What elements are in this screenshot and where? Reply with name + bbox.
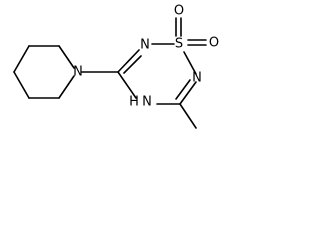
bond-pip-c5-n (58, 45, 75, 69)
atom-label-n-piperidine: N (73, 65, 83, 80)
bond-n4-c3 (117, 71, 137, 99)
atom-label-n4: N (142, 95, 152, 110)
atom-label-n6: N (192, 71, 202, 86)
atom-label-n2: N (140, 38, 150, 53)
atom-label-n4-h: H (129, 95, 139, 110)
molecule-structure: N N S O O N H N (13, 4, 219, 129)
atom-label-o-right: O (209, 36, 219, 51)
bond-pip-c3-c4 (13, 45, 30, 73)
atom-labels: N N S O O N H N (73, 4, 219, 110)
bond-s1-n6 (183, 51, 197, 75)
bond-pip-n-c1 (58, 75, 75, 99)
atom-label-o-top: O (174, 4, 184, 19)
sulfonyl-group (175, 17, 207, 46)
bond-c3-n2 (117, 49, 140, 73)
bond-c5-methyl (179, 103, 197, 129)
bond-n6-c5-second (175, 79, 191, 100)
thiadiazine-ring (117, 43, 197, 105)
atom-label-s1: S (175, 37, 183, 52)
bond-pip-c2-c3 (13, 71, 30, 99)
bond-c3-n2-second (123, 55, 142, 74)
bond-n6-c5 (179, 81, 197, 105)
piperidine-ring (13, 45, 75, 99)
